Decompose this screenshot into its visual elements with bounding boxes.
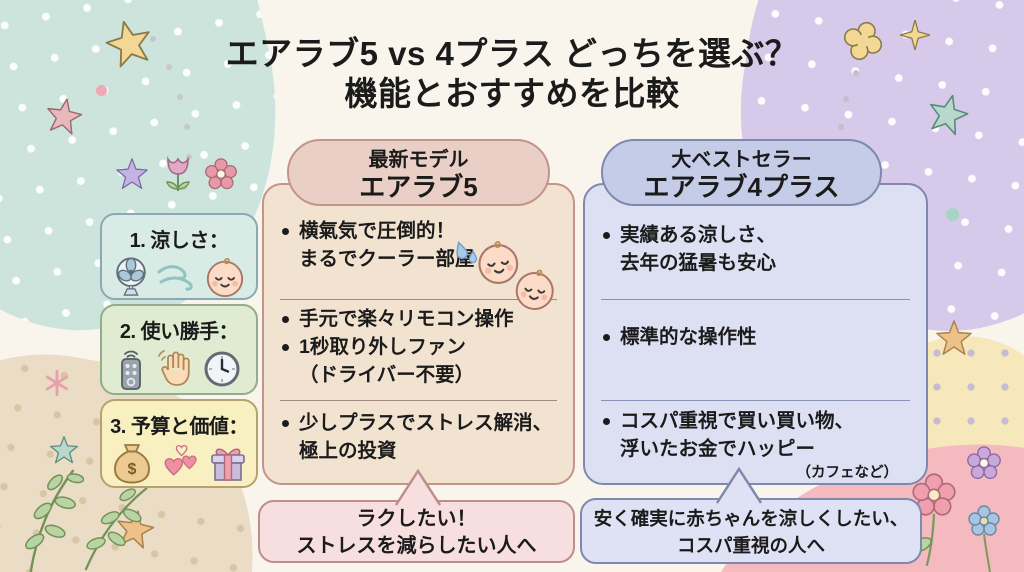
dot bbox=[843, 96, 849, 102]
bullet bbox=[282, 420, 289, 427]
bullet bbox=[282, 316, 289, 323]
criteria-box-coolness: 1. 涼しさ： bbox=[100, 213, 258, 300]
recommendation-bubble-airluv4plus: 安く確実に赤ちゃんを涼しくしたい、 コスパ重視の人へ bbox=[580, 467, 922, 564]
tulip-icon bbox=[166, 156, 190, 191]
criteria-box-usability: 2. 使い勝手： bbox=[100, 304, 258, 395]
baby-icon bbox=[515, 269, 554, 310]
badge-airluv5: 最新モデル エアラブ5 bbox=[287, 139, 550, 206]
divider bbox=[280, 400, 557, 401]
title-line-1: エアラブ5 vs 4プラス どっちを選ぶ？ bbox=[225, 35, 799, 72]
flower-icon bbox=[968, 505, 1000, 572]
hearts-icon bbox=[164, 444, 197, 476]
bullet bbox=[603, 232, 610, 239]
clover-icon bbox=[843, 21, 883, 61]
criteria-label: 2. 使い勝手： bbox=[119, 321, 239, 343]
star-icon bbox=[116, 158, 148, 190]
dot-teal bbox=[946, 208, 959, 221]
fan-icon bbox=[116, 257, 146, 296]
sweat-drops-icon bbox=[456, 241, 478, 264]
dot bbox=[184, 124, 190, 130]
feature-line: 少しプラスでストレス解消、 bbox=[299, 412, 553, 434]
dot bbox=[177, 94, 183, 100]
star-icon bbox=[47, 98, 83, 135]
dot bbox=[838, 124, 844, 130]
badge-title: エアラブ5 bbox=[359, 172, 478, 202]
feature-note: （カフェなど） bbox=[796, 465, 899, 481]
feature-line: 極上の投資 bbox=[299, 440, 397, 462]
feature-line: まるでクーラー部屋 bbox=[299, 248, 475, 270]
divider bbox=[280, 299, 557, 300]
feature-line: 手元で楽々リモコン操作 bbox=[299, 308, 514, 330]
star-icon bbox=[105, 20, 150, 68]
recommendation-line: ストレスを減らしたい人へ bbox=[296, 535, 537, 557]
row-budget-left: 少しプラスでストレス解消、 極上の投資 bbox=[264, 409, 573, 465]
title-line-2: 機能とおすすめを比較 bbox=[344, 75, 680, 112]
bubble-tail bbox=[716, 467, 762, 504]
money-symbol: $ bbox=[128, 461, 137, 478]
baby-icon bbox=[206, 258, 244, 298]
feature-line: 去年の猛暑も安心 bbox=[620, 252, 777, 274]
row-usability-left: 手元で楽々リモコン操作 1秒取り外しファン （ドライバー不要） bbox=[264, 305, 573, 389]
bullet bbox=[603, 418, 610, 425]
feature-line: 浮いたお金でハッピー bbox=[620, 438, 816, 460]
babies-illustration bbox=[453, 239, 563, 317]
leaf-branch-icon bbox=[84, 487, 148, 571]
criteria-label: 1. 涼しさ： bbox=[129, 230, 229, 252]
feature-line: 1秒取り外しファン bbox=[299, 336, 466, 358]
star-icon bbox=[50, 436, 78, 464]
page-title: エアラブ5 vs 4プラス どっちを選ぶ？ 機能とおすすめを比較 bbox=[0, 34, 1024, 114]
star-icon bbox=[936, 320, 972, 355]
bubble-tail bbox=[395, 469, 441, 506]
dot bbox=[186, 154, 192, 160]
divider bbox=[601, 400, 910, 401]
dot bbox=[166, 64, 172, 70]
feature-line: 横氣気で圧倒的！ bbox=[299, 220, 456, 242]
badge-airluv4plus: 大ベストセラー エアラブ4プラス bbox=[601, 139, 882, 206]
bullet bbox=[603, 334, 610, 341]
row-budget-right: コスパ重視で買い買い物、 浮いたお金でハッピー （カフェなど） bbox=[585, 407, 926, 482]
remote-icon bbox=[121, 350, 141, 390]
badge-subtitle: 最新モデル bbox=[368, 149, 469, 171]
feature-line: （ドライバー不要） bbox=[299, 364, 475, 386]
column-airluv4plus: 実績ある涼しさ、 去年の猛暑も安心 標準的な操作性 コスパ重視で買い買い物、 浮… bbox=[583, 183, 928, 485]
sparkle-icon bbox=[45, 370, 69, 396]
criteria-label: 3. 予算と価値： bbox=[110, 416, 248, 438]
clock-icon bbox=[204, 351, 240, 387]
money-bag-icon: $ bbox=[113, 444, 151, 484]
bullet bbox=[282, 228, 289, 235]
row-usability-right: 標準的な操作性 bbox=[585, 323, 926, 351]
row-coolness-left: 横氣気で圧倒的！ まるでクーラー部屋 bbox=[264, 217, 573, 310]
bullet bbox=[282, 344, 289, 351]
flower-icon bbox=[967, 446, 1001, 480]
criteria-box-budget: 3. 予算と価値： $ bbox=[100, 399, 258, 488]
dot bbox=[150, 36, 156, 42]
flower-icon bbox=[205, 158, 237, 190]
star-icon bbox=[117, 510, 155, 549]
feature-line: 標準的な操作性 bbox=[620, 326, 757, 348]
badge-title: エアラブ4プラス bbox=[643, 172, 840, 202]
waving-hand-icon bbox=[158, 350, 190, 386]
column-airluv5: 横氣気で圧倒的！ まるでクーラー部屋 bbox=[262, 183, 575, 485]
leaf-branch-icon bbox=[25, 469, 84, 572]
feature-line: 実績ある涼しさ、 bbox=[620, 224, 777, 246]
recommendation-line: ラクしたい！ bbox=[356, 508, 477, 530]
dot-pink bbox=[96, 85, 107, 96]
recommendation-line: コスパ重視の人へ bbox=[676, 535, 825, 556]
recommendation-line: 安く確実に赤ちゃんを涼しくしたい、 bbox=[593, 508, 909, 529]
gift-icon bbox=[211, 448, 245, 481]
recommendation-bubble-airluv5: ラクしたい！ ストレスを減らしたい人へ bbox=[258, 469, 575, 563]
star-icon bbox=[929, 94, 969, 136]
badge-subtitle: 大ベストセラー bbox=[671, 149, 812, 171]
row-coolness-right: 実績ある涼しさ、 去年の猛暑も安心 bbox=[585, 221, 926, 277]
feature-line: コスパ重視で買い買い物、 bbox=[620, 410, 855, 432]
sparkle-icon bbox=[900, 20, 930, 50]
baby-icon bbox=[478, 241, 519, 284]
wind-icon bbox=[157, 265, 193, 291]
divider bbox=[601, 299, 910, 300]
dot bbox=[853, 70, 859, 76]
